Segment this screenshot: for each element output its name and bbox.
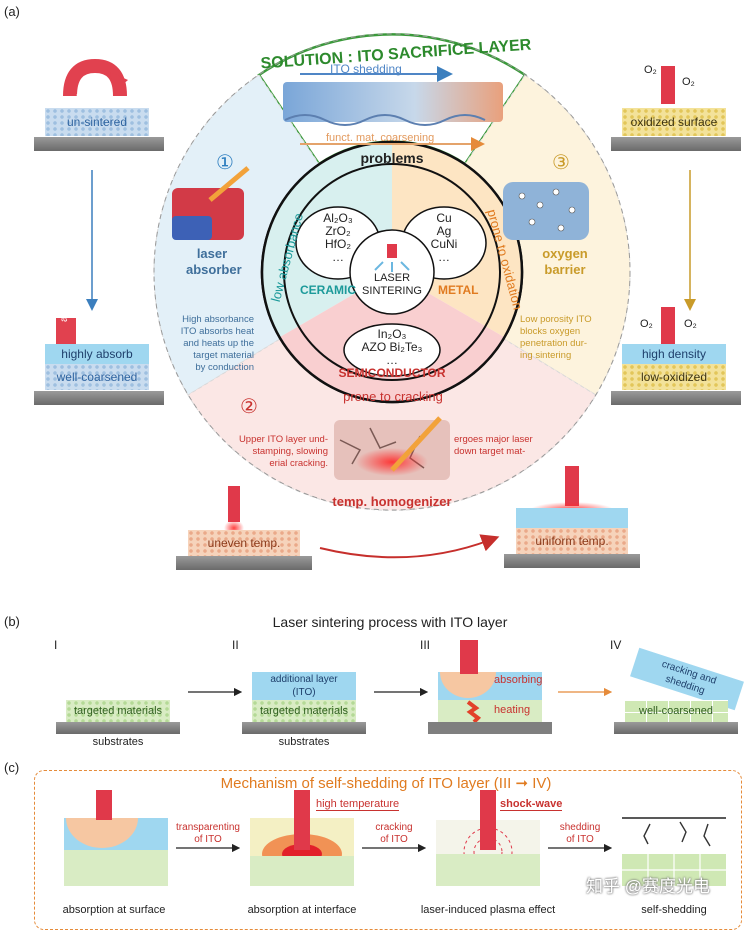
uneven-temp-layer: uneven temp. (188, 530, 300, 556)
well-coarsened-b: well-coarsened (624, 700, 728, 722)
uniform-temp-layer: uniform temp. (516, 528, 628, 554)
unsintered-layer: un-sintered (45, 108, 149, 136)
targeted-layer-2: targeted materials (252, 700, 356, 722)
panel-b-label: (b) (4, 614, 20, 629)
o2-left-1: O₂ (644, 64, 657, 76)
substrates-label-2: substrates (278, 736, 330, 748)
well-coarsened-layer: well-coarsened (45, 364, 149, 390)
panel-c-graphic (64, 790, 726, 886)
temp-homogenizer-title: temp. homogenizer (332, 494, 452, 509)
reflect-label: reflect (76, 91, 110, 103)
number-2: ② (240, 396, 258, 418)
caption-self-shedding: self-shedding (641, 904, 707, 916)
highly-absorb-layer: highly absorb (45, 344, 149, 364)
prone-cracking-label: prone to cracking (343, 389, 443, 404)
absorbing-label: absorbing (494, 674, 543, 686)
substrate-a1 (34, 137, 164, 151)
number-1: ① (216, 152, 234, 174)
problems-label: problems (360, 150, 424, 166)
temp-desc-left: Upper ITO layer und- stamping, slowing e… (238, 434, 328, 469)
panel-b-title: Laser sintering process with ITO layer (272, 614, 508, 630)
panel-c-frame (34, 770, 742, 930)
high-temperature-label: high temperature (316, 798, 400, 811)
panel-b-graphic (188, 640, 613, 734)
shock-wave-label: shock-wave (500, 798, 563, 811)
funct-coarsening-label: funct. mat. coarsening (326, 132, 435, 144)
substrate-a4 (611, 391, 741, 405)
oxygen-barrier-desc: Low porosity ITO blocks oxygen penetrati… (520, 314, 592, 361)
absorb-label: absorb (59, 291, 70, 322)
low-oxidized-layer: low-oxidized (622, 364, 726, 390)
panel-a-graphic (56, 33, 696, 559)
step-iii: III (420, 638, 431, 652)
metal-label: METAL (438, 283, 479, 297)
substrate-b2 (242, 722, 366, 734)
ito-shedding-label: ITO shedding (330, 62, 402, 76)
step-i: I (54, 638, 58, 652)
semiconductor-label: SEMICONDUCTOR (338, 366, 446, 380)
number-3: ③ (552, 152, 570, 174)
caption-plasma-effect: laser-induced plasma effect (420, 904, 556, 916)
substrate-b4 (614, 722, 738, 734)
step-iv: IV (610, 638, 622, 652)
caption-absorption-surface: absorption at surface (62, 904, 166, 916)
oxygen-barrier-title: oxygen barrier (542, 246, 588, 277)
panel-c-label: (c) (4, 760, 20, 775)
laser-absorber-title: laser absorber (186, 246, 242, 277)
substrate-b1 (56, 722, 180, 734)
additional-layer: additional layer (ITO) (252, 672, 356, 700)
laser-absorber-desc: High absorbance ITO absorbs heat and hea… (180, 314, 254, 373)
ceramic-items: Al₂O₃ ZrO₂ HfO₂ … (323, 211, 353, 264)
laser-sintering-label: LASER SINTERING (362, 272, 422, 297)
substrates-label-1: substrates (92, 736, 144, 748)
substrate-a3 (611, 137, 741, 151)
semiconductor-items: In₂O₃ AZO Bi₂Te₃ … (361, 327, 423, 367)
caption-absorption-interface: absorption at interface (247, 904, 357, 916)
panel-a-label: (a) (4, 4, 20, 19)
o2-left-2: O₂ (640, 318, 653, 330)
panel-c-title: Mechanism of self-shedding of ITO layer … (220, 775, 552, 792)
ceramic-label: CERAMIC (300, 283, 356, 297)
oxidized-layer: oxidized surface (622, 108, 726, 136)
watermark: 知乎 @赛度光电 (586, 877, 710, 896)
metal-items: Cu Ag CuNi … (430, 211, 458, 264)
o2-right-1: O₂ (682, 76, 695, 88)
substrate-a6 (504, 554, 640, 568)
temp-desc-right: ergoes major laser down target mat- (454, 434, 533, 457)
heating-label: heating (494, 704, 531, 716)
substrate-a2 (34, 391, 164, 405)
o2-right-2: O₂ (684, 318, 697, 330)
uniform-top-layer (516, 508, 628, 528)
targeted-layer-1: targeted materials (66, 700, 170, 722)
step-ii: II (232, 638, 239, 652)
high-density-layer: high density (622, 344, 726, 364)
substrate-a5 (176, 556, 312, 570)
